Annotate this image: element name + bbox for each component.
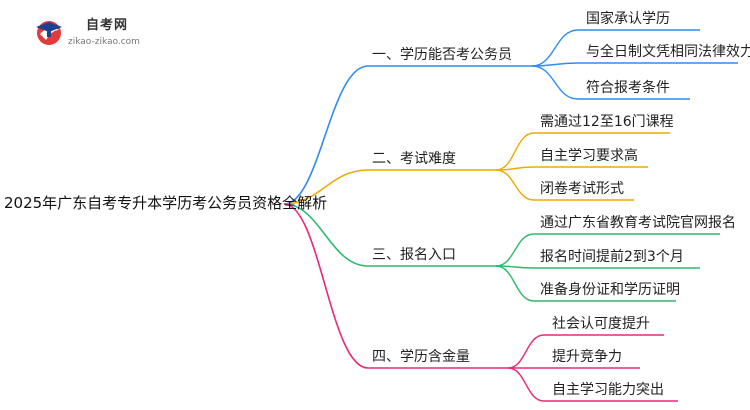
site-logo[interactable]: 自考网 zikao-zikao.com <box>34 14 144 54</box>
branch-2-child-3: 闭卷考试形式 <box>540 181 624 197</box>
branch-1-child-3: 符合报考条件 <box>586 80 670 96</box>
branch-4-child-2: 提升竞争力 <box>552 349 622 365</box>
connector-b3-c3 <box>495 265 535 302</box>
branch-2-label: 二、考试难度 <box>372 151 456 167</box>
logo-graduation-icon <box>36 21 62 45</box>
logo-subtitle: zikao-zikao.com <box>68 37 140 47</box>
branch-4-child-3: 自主学习能力突出 <box>552 382 664 398</box>
connector-b2-c1 <box>495 132 535 171</box>
branch-1-child-1: 国家承认学历 <box>586 11 670 27</box>
branch-3-child-2: 报名时间提前2到3个月 <box>540 249 684 265</box>
connector-branch-2 <box>283 169 369 205</box>
branch-2-child-1: 需通过12至16门课程 <box>540 114 674 130</box>
branch-1-child-2: 与全日制文凭相同法律效力 <box>586 44 750 60</box>
connector-branch-4 <box>283 203 369 369</box>
branch-4-label: 四、学历含金量 <box>372 349 470 365</box>
connector-b4-c1 <box>507 334 545 369</box>
connector-branch-1 <box>283 65 369 205</box>
connector-b2-c3 <box>495 169 535 201</box>
connector-b4-c3 <box>507 367 545 402</box>
branch-4-child-1: 社会认可度提升 <box>552 316 650 332</box>
branch-1-label: 一、学历能否考公务员 <box>372 47 512 63</box>
connector-b3-c1 <box>495 233 535 267</box>
connector-b1-c3 <box>531 65 579 100</box>
connector-branch-3 <box>283 203 369 267</box>
branch-3-label: 三、报名入口 <box>372 247 456 263</box>
branch-3-child-1: 通过广东省教育考试院官网报名 <box>540 215 736 231</box>
branch-2-child-2: 自主学习要求高 <box>540 148 638 164</box>
connector-b1-c1 <box>531 29 579 67</box>
mindmap-root: 2025年广东自考专升本学历考公务员资格全解析 <box>4 194 328 212</box>
branch-3-child-3: 准备身份证和学历证明 <box>540 282 680 298</box>
logo-title: 自考网 <box>86 18 129 33</box>
